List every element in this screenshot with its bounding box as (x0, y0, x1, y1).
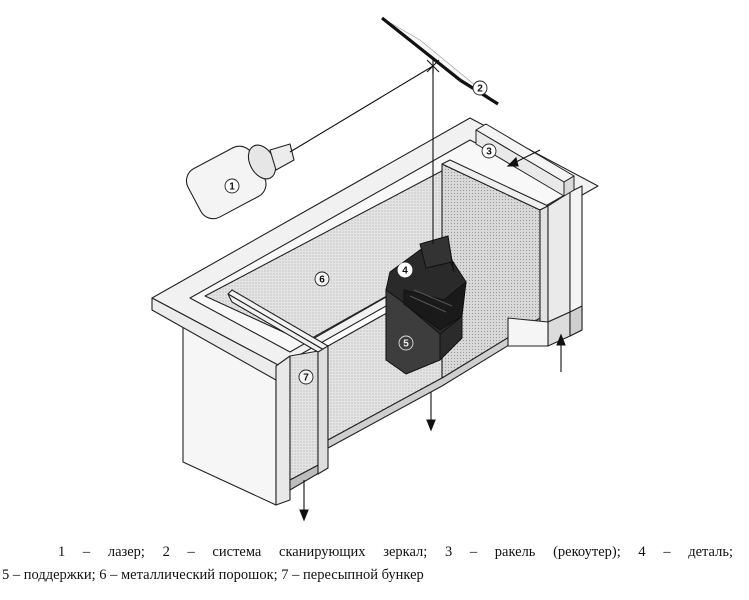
callout-4: 4 (397, 262, 413, 278)
recoater (475, 123, 575, 197)
callout-5-text: 5 (403, 339, 409, 350)
callout-7: 7 (298, 369, 314, 385)
caption-line-1: 1 – лазер; 2 – система сканирующих зерка… (58, 544, 733, 560)
callout-6: 6 (314, 271, 330, 287)
motion-arrows (299, 149, 566, 522)
laser-beam (289, 58, 440, 244)
callout-2-text: 2 (477, 84, 483, 95)
slm-machine-diagram: 1 2 3 4 5 6 7 (151, 16, 599, 522)
callout-4-text: 4 (402, 266, 408, 277)
callout-3-text: 3 (486, 147, 492, 158)
feed-chamber (507, 185, 583, 347)
callout-3: 3 (481, 143, 497, 159)
callout-2: 2 (472, 80, 488, 96)
callout-1-text: 1 (229, 182, 235, 193)
callout-5: 5 (398, 335, 414, 351)
chamber-body (151, 293, 329, 506)
callout-7-text: 7 (303, 373, 309, 384)
caption-line-2: 5 – поддержки; 6 – металлический порошок… (2, 567, 424, 583)
callout-6-text: 6 (319, 275, 325, 286)
callout-1: 1 (224, 178, 240, 194)
